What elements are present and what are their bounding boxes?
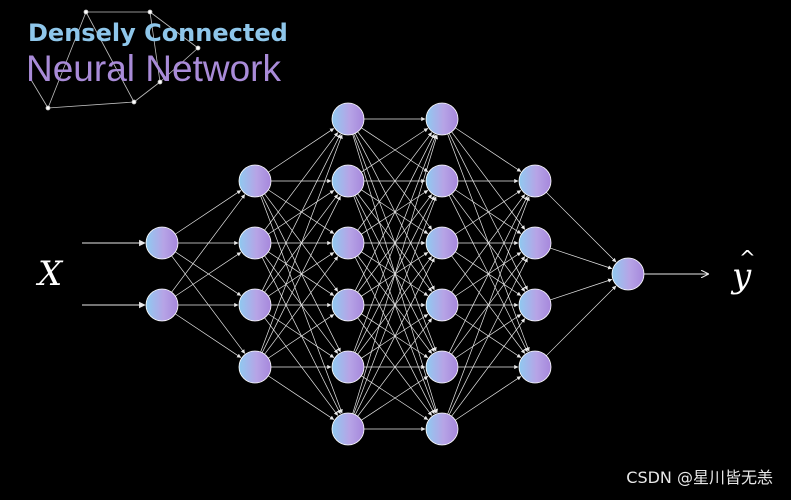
edge-line [550,278,613,301]
neuron-layer-3 [331,288,365,322]
input-label: X [38,254,63,294]
edge-line [261,133,341,291]
edge-line [447,196,530,415]
edge-line [361,189,429,234]
neuron-nodes [145,102,645,446]
neuron-layer-2 [238,226,272,260]
edge-line [268,189,335,234]
constellation-decoration [29,9,201,111]
neuron-layer-6 [611,257,645,291]
edge-line [357,317,433,416]
edge-line [268,375,335,420]
edge-line [268,313,335,358]
edge-line [264,255,339,354]
edge-line [546,192,617,263]
edge-line [448,257,528,415]
edge-line [268,314,335,359]
edge-line [171,194,246,293]
edge-line [455,189,522,234]
edge-line [353,134,437,353]
edge-line [175,252,242,297]
neuron-layer-4 [425,164,459,198]
edge-line [361,376,429,421]
edge-line [260,134,343,353]
edge-line [451,193,526,292]
neuron-layer-4 [425,288,459,322]
neuron-layer-2 [238,288,272,322]
edge-line [455,127,522,172]
edge-line [451,131,526,230]
edge-line [546,285,617,356]
edge-line [455,376,522,421]
edge-line [455,190,522,235]
edge-line [361,127,429,172]
edge-line [175,251,242,296]
edge-line [550,247,613,270]
output-hat-symbol: ^ [739,246,756,270]
edge-line [357,255,433,354]
edge-line [357,132,433,231]
edge-line [264,193,339,292]
io-arrows [82,239,708,309]
edge-line [361,128,429,173]
edge-line [361,375,429,420]
watermark-text: CSDN @星川皆无恙 [626,468,773,487]
neuron-layer-3 [331,226,365,260]
neuron-layer-5 [518,350,552,384]
edge-line [455,251,522,296]
edge-line [264,132,339,231]
edge-line [361,251,429,296]
edge-line [361,313,429,358]
edge-line [448,195,528,353]
neuron-layer-5 [518,164,552,198]
edge-line [353,196,437,415]
edge-line [455,313,522,358]
edge-line [354,133,435,291]
neuron-layer-4 [425,226,459,260]
edge-line [175,190,242,235]
edge-line [264,317,339,416]
edge-line [451,318,526,417]
edge-line [354,257,435,415]
neuron-layer-1 [145,226,179,260]
edge-line [268,251,335,296]
edge-line [352,134,438,414]
neuron-layer-3 [331,102,365,136]
title-line-1: Densely Connected [28,19,288,47]
edge-line [357,131,433,230]
neuron-layer-2 [238,350,272,384]
neuron-layer-3 [331,350,365,384]
edge-line [451,194,526,293]
neuron-layer-1 [145,288,179,322]
edge-line [357,193,433,292]
edge-line [171,255,246,354]
neuron-layer-4 [425,350,459,384]
neuron-layer-5 [518,226,552,260]
neuron-layer-3 [331,412,365,446]
edge-line [357,318,433,417]
neuron-layer-5 [518,288,552,322]
edge-line [261,195,341,353]
neuron-layer-4 [425,102,459,136]
neuron-layer-4 [425,412,459,446]
connection-edges [171,116,617,432]
output-label: y [732,256,752,296]
edge-line [451,255,526,354]
edge-line [268,128,335,173]
neuron-layer-3 [331,164,365,198]
edge-line [175,313,242,358]
neuron-layer-2 [238,164,272,198]
edge-line [264,256,339,355]
title-line-2: Neural Network [26,48,281,89]
